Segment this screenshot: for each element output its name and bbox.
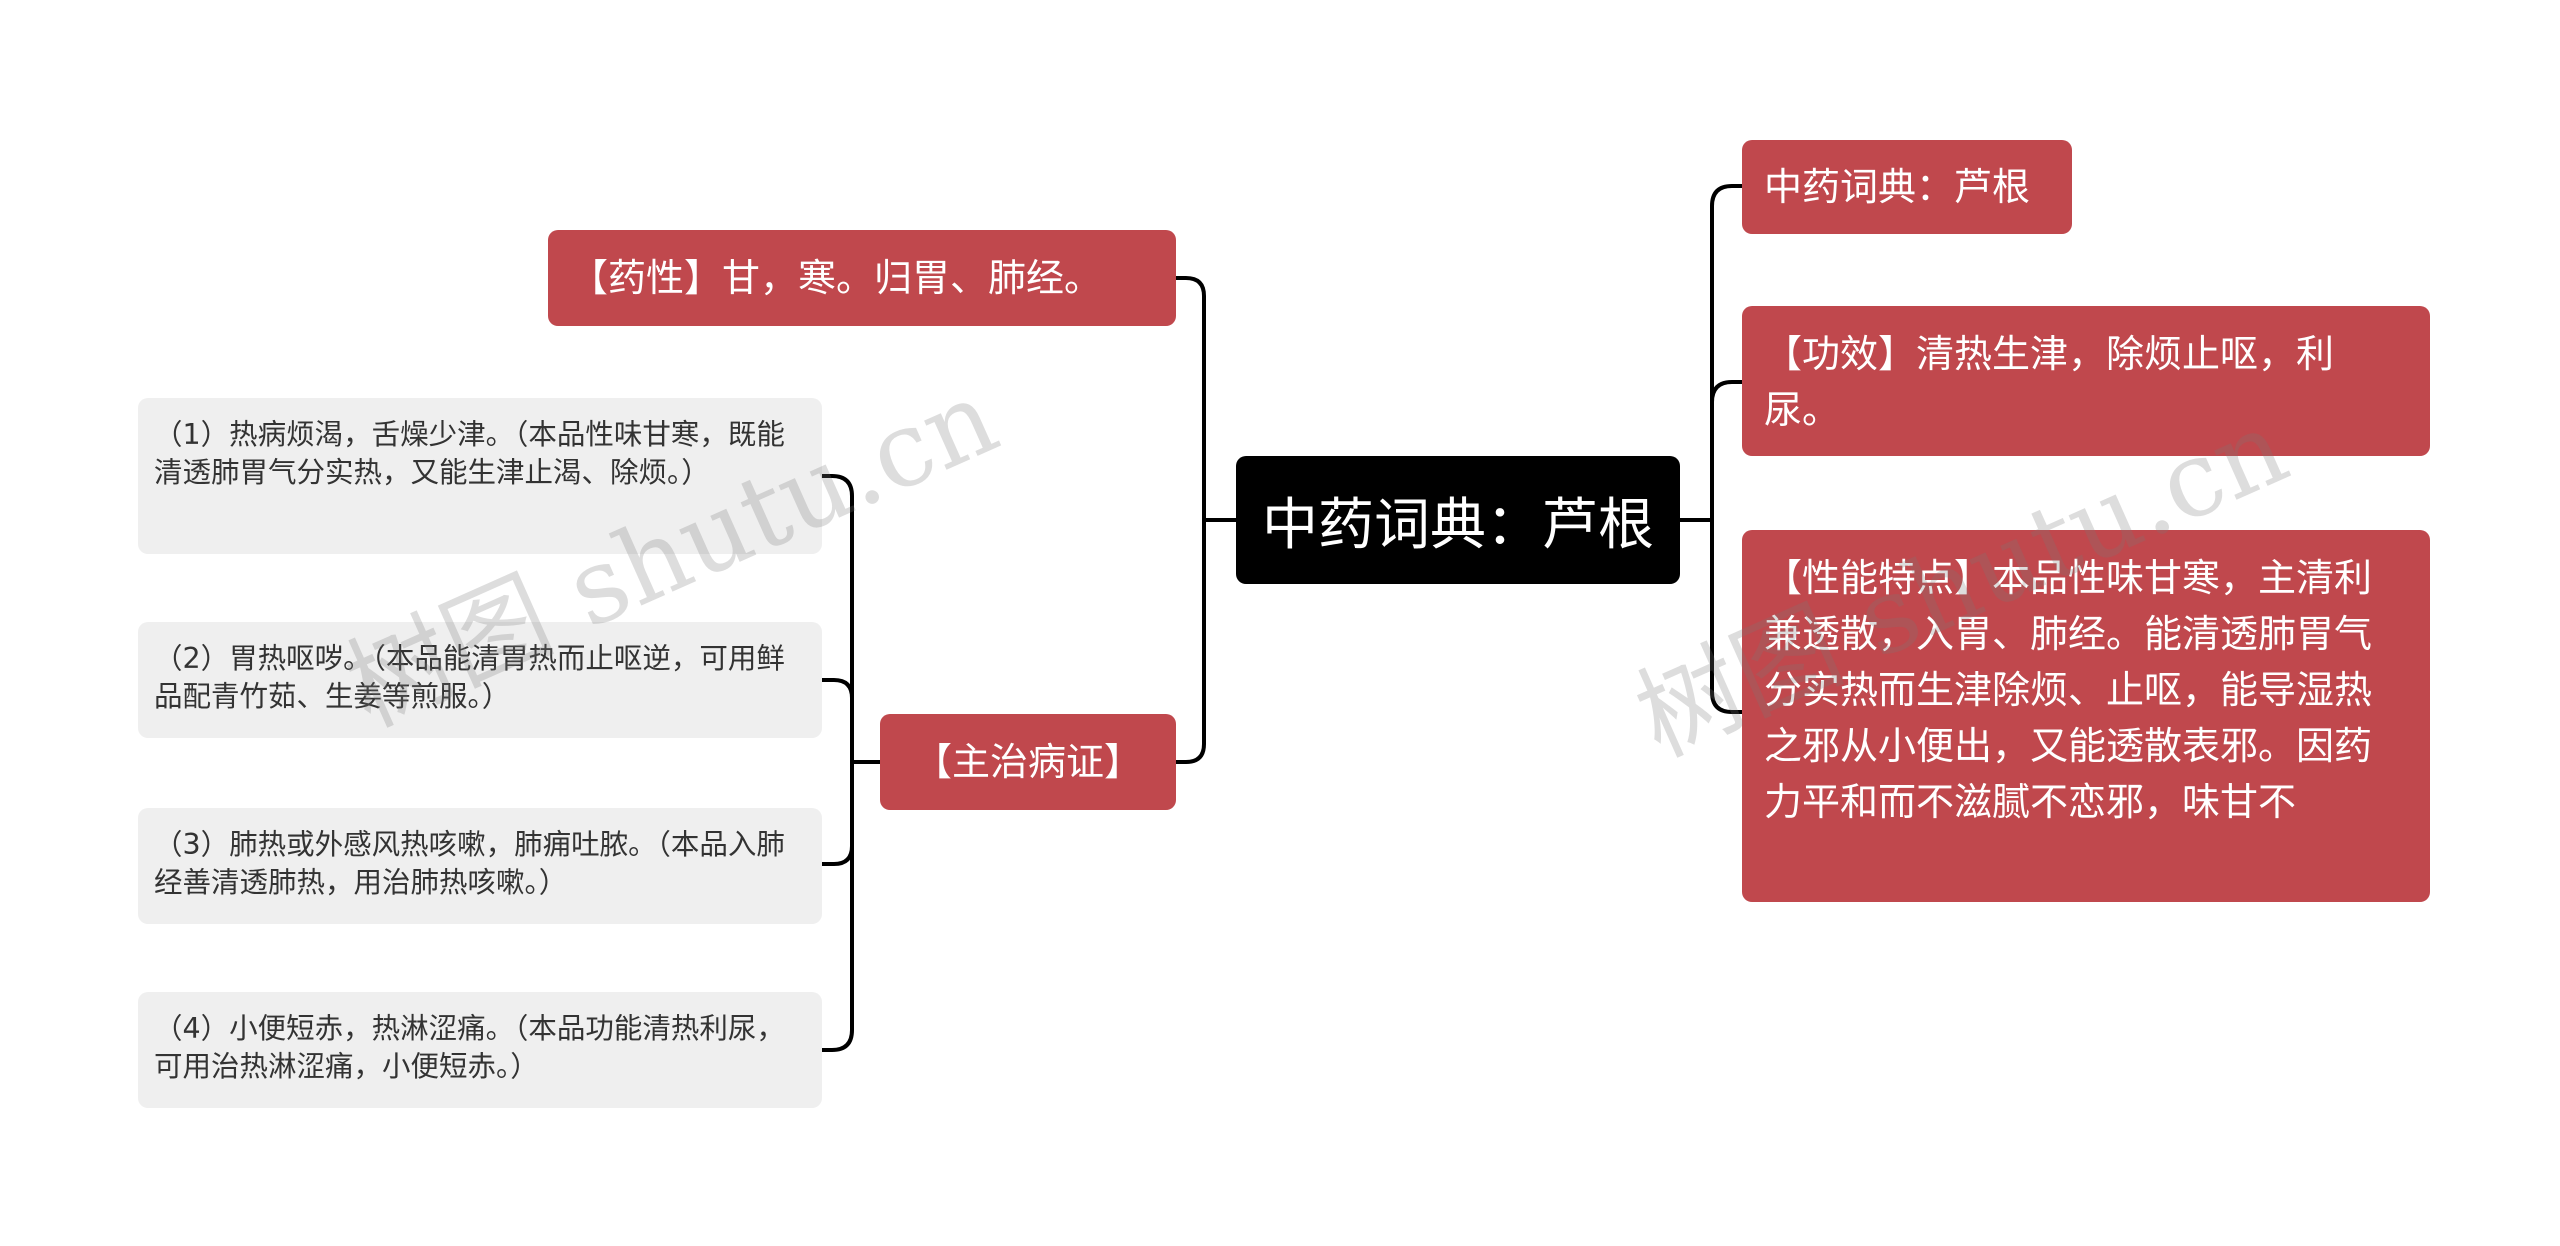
connector-left-property	[1174, 276, 1206, 522]
branch-title[interactable]: 中药词典：芦根	[1742, 140, 2072, 234]
indication-item-1[interactable]: （1）热病烦渴，舌燥少津。（本品性味甘寒，既能清透肺胃气分实热，又能生津止渴、除…	[138, 398, 822, 554]
connector-leaf-4	[820, 760, 854, 1052]
branch-indications[interactable]: 【主治病证】	[880, 714, 1176, 810]
connector-leaf-3	[820, 760, 854, 866]
indication-item-4[interactable]: （4）小便短赤，热淋涩痛。（本品功能清热利尿，可用治热淋涩痛，小便短赤。）	[138, 992, 822, 1108]
connector-right-1	[1710, 184, 1744, 522]
indication-item-2[interactable]: （2）胃热呕哕。（本品能清胃热而止呕逆，可用鲜品配青竹茹、生姜等煎服。）	[138, 622, 822, 738]
branch-efficacy[interactable]: 【功效】清热生津，除烦止呕，利尿。	[1742, 306, 2430, 456]
connector-right-2	[1710, 380, 1744, 522]
connector-left-indications	[1174, 518, 1206, 764]
connector-leaf-1	[820, 474, 854, 764]
root-node[interactable]: 中药词典：芦根	[1236, 456, 1680, 584]
branch-property[interactable]: 【药性】甘，寒。归胃、肺经。	[548, 230, 1176, 326]
connector-leaf-2	[820, 678, 854, 764]
connector-right-3	[1710, 518, 1744, 714]
indication-item-3[interactable]: （3）肺热或外感风热咳嗽，肺痈吐脓。（本品入肺经善清透肺热，用治肺热咳嗽。）	[138, 808, 822, 924]
branch-characteristics[interactable]: 【性能特点】本品性味甘寒，主清利兼透散，入胃、肺经。能清透肺胃气分实热而生津除烦…	[1742, 530, 2430, 902]
